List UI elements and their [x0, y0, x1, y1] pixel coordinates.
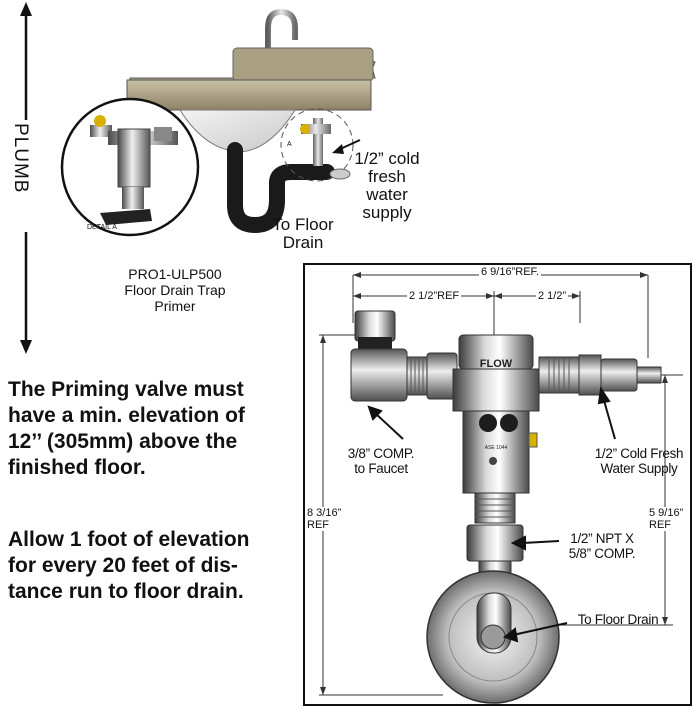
plumb-label: PLUMB: [10, 123, 31, 194]
dim-left-half: 2 1/2”REF: [407, 290, 462, 302]
valve-drawing: FLOW ASE 1044: [319, 272, 683, 704]
dim-right-height: 5 9/16” REF: [649, 507, 684, 531]
cold-supply-label: 1/2” Cold Fresh Water Supply: [585, 446, 693, 476]
floor-callout-line: Drain: [282, 233, 324, 252]
dim-line: 5 9/16”: [649, 507, 684, 519]
product-caption: PRO1-ULP500 Floor Drain Trap Primer: [100, 266, 250, 314]
dim-overall-height: 8 3/16” REF: [307, 507, 342, 531]
small-a-label: A: [287, 141, 292, 148]
dim-line: 8 3/16”: [307, 507, 342, 519]
valve-brand: FLOW: [480, 358, 513, 370]
plumb-arrow: [20, 2, 32, 354]
valve-tag: ASE 1044: [485, 445, 508, 451]
note-line: finished floor.: [8, 456, 146, 479]
note-line: have a min. elevation of: [8, 404, 245, 427]
detail-label: DETAIL A: [87, 224, 117, 231]
cold-arrow: [332, 139, 361, 154]
note-line: Allow 1 foot of elevation: [8, 528, 250, 551]
note-line: tance run to floor drain.: [8, 580, 244, 603]
caption-line: Floor Drain Trap: [124, 282, 226, 298]
caption-line: Primer: [154, 298, 196, 314]
cold-callout-line: water: [366, 185, 408, 204]
dim-overall-width: 6 9/16”REF.: [479, 266, 542, 278]
note-line: The Priming valve must: [8, 378, 244, 401]
caption-line: PRO1-ULP500: [128, 266, 222, 282]
label-line: 3/8” COMP.: [347, 446, 415, 461]
note-line: 12’’ (305mm) above the: [8, 430, 238, 453]
npt-label: 1/2” NPT X 5/8” COMP.: [557, 531, 647, 561]
dim-line: REF: [307, 519, 329, 531]
cold-callout-line: supply: [362, 203, 412, 222]
slope-note: Allow 1 foot of elevation for every 20 f…: [8, 527, 298, 605]
sink-illustration: [126, 8, 376, 234]
label-line: 1/2” Cold Fresh: [594, 446, 684, 461]
note-line: for every 20 feet of dis-: [8, 554, 238, 577]
cold-callout-line: 1/2” cold: [354, 149, 420, 168]
cold-callout-line: fresh: [368, 167, 406, 186]
label-line: 5/8” COMP.: [568, 546, 636, 561]
dim-line: REF: [649, 519, 671, 531]
floor-callout-line: To Floor: [272, 215, 334, 234]
comp-faucet-label: 3/8” COMP. to Faucet: [336, 446, 426, 476]
label-line: 1/2” NPT X: [570, 531, 634, 546]
label-line: to Faucet: [354, 461, 408, 476]
floor-drain-callout: To Floor Drain: [268, 216, 338, 252]
dim-right-half: 2 1/2”: [536, 290, 569, 302]
dimension-drawing-frame: [303, 263, 692, 706]
detail-circle: [60, 97, 200, 237]
floor-drain-label: To Floor Drain: [577, 612, 659, 627]
elevation-note: The Priming valve must have a min. eleva…: [8, 377, 298, 481]
label-line: Water Supply: [600, 461, 678, 476]
cold-callout: 1/2” cold fresh water supply: [352, 150, 422, 222]
